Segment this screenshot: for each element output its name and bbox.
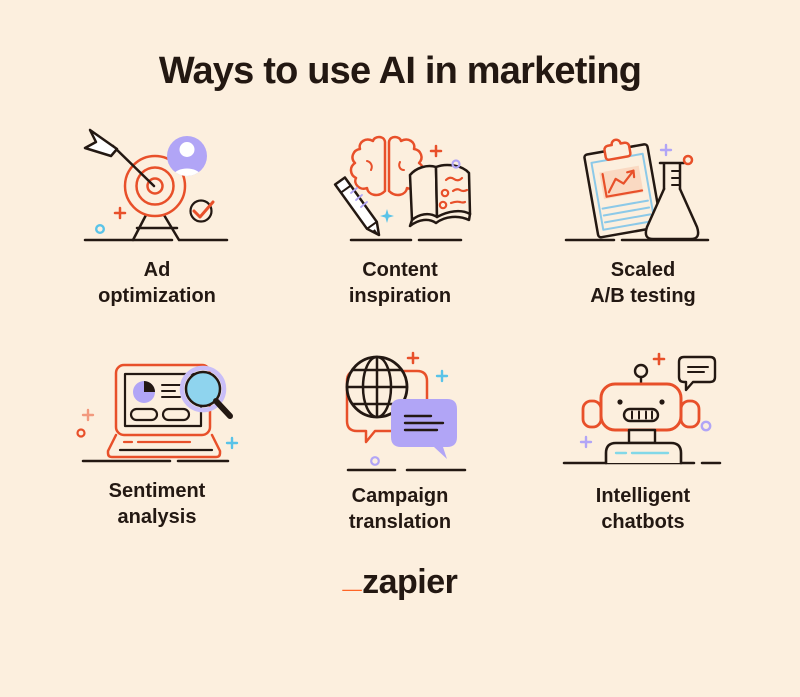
feature-card-ab-testing: Scaled A/B testing [522, 123, 765, 309]
feature-card-sentiment-analysis: Sentiment analysis [36, 339, 279, 535]
intelligent-chatbots-icon [562, 352, 721, 465]
ad-optimization-icon [83, 128, 229, 242]
page-title: Ways to use AI in marketing [158, 50, 642, 92]
sentiment-analysis-icon [75, 363, 238, 463]
clipboard-chart-icon [583, 138, 663, 239]
feature-label-content-inspiration: Content inspiration [348, 259, 452, 307]
feature-label-campaign-translation: Campaign translation [348, 485, 452, 533]
open-book-icon [408, 164, 439, 222]
robot-icon [581, 363, 700, 465]
checkmark-icon [189, 199, 213, 223]
magnifier-icon [179, 365, 233, 419]
chat-bubble-icon [677, 355, 716, 392]
feature-label-intelligent-chatbots: Intelligent chatbots [595, 485, 691, 533]
ab-testing-icon [564, 138, 710, 242]
feature-card-campaign-translation: Campaign translation [279, 339, 522, 535]
content-inspiration-icon [333, 135, 472, 242]
feature-label-ab-testing: Scaled A/B testing [590, 259, 696, 307]
feature-card-ad-optimization: Ad optimization [36, 123, 279, 309]
zapier-logo: _zapier [0, 557, 800, 602]
globe-icon [345, 355, 409, 419]
feature-grid: Ad optimization Content inspiration [0, 123, 800, 535]
zapier-logo-underscore: _ [342, 557, 362, 595]
feature-label-ad-optimization: Ad optimization [98, 259, 216, 307]
campaign-translation-icon [345, 351, 467, 472]
feature-card-intelligent-chatbots: Intelligent chatbots [522, 339, 765, 535]
zapier-logo-text: zapier [362, 563, 458, 601]
flask-icon [644, 187, 700, 241]
feature-label-sentiment-analysis: Sentiment analysis [108, 480, 206, 528]
sparkle-icon [380, 209, 394, 223]
feature-card-content-inspiration: Content inspiration [279, 123, 522, 309]
